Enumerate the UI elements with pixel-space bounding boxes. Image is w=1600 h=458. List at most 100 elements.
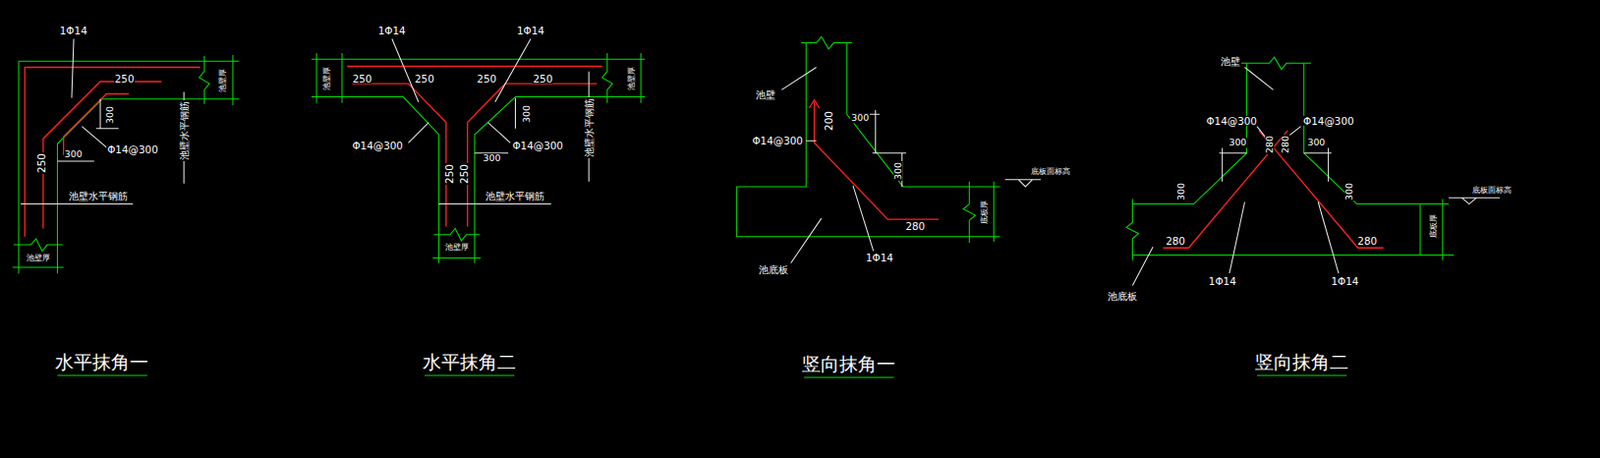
rebar: [43, 81, 162, 229]
annotation-label: 池壁: [754, 88, 777, 99]
dimension-label: 300: [63, 149, 84, 159]
concrete-outline: [12, 244, 64, 274]
annotation-label: 1Φ14: [1329, 275, 1360, 286]
annotation-label: 池壁厚: [626, 65, 634, 92]
rebar: [346, 65, 602, 67]
leader-and-dimension-lines: [1219, 147, 1332, 181]
annotation-label: 池壁水平钢筋: [178, 100, 189, 162]
annotation-label: 池底板: [1106, 290, 1139, 301]
dimension-label: 300: [1306, 138, 1326, 148]
dimension-label: 250: [35, 152, 46, 174]
rebar: [814, 102, 940, 220]
annotation-label: 池底板: [757, 264, 790, 275]
concrete-outline: [199, 56, 210, 105]
dimension-label: 300: [482, 153, 503, 163]
annotation-label: 池壁水平钢筋: [484, 190, 546, 201]
concrete-outline: [800, 36, 853, 49]
annotation-label: 1Φ14: [58, 25, 89, 36]
annotation-label: 池壁厚: [444, 242, 470, 251]
detail-title: 竖向抹角一: [800, 354, 897, 374]
annotation-label: Φ14@300: [106, 143, 160, 154]
concrete-outline: [969, 181, 1000, 242]
title-underline: [57, 375, 1347, 378]
dimension-label: 300: [893, 162, 903, 182]
dimension-label: 300: [105, 105, 115, 125]
leader-and-dimension-lines: [439, 71, 590, 205]
dimension-label: 280: [1264, 135, 1274, 156]
concrete-outline: [342, 58, 608, 235]
dimension-label: 250: [531, 73, 554, 84]
annotation-label: 1Φ14: [864, 251, 895, 262]
annotation-label: Φ14@300: [350, 140, 404, 151]
detail-title: 水平抹角一: [54, 352, 150, 372]
dimension-label: 300: [1344, 181, 1354, 202]
annotation-label: 池壁水平钢筋: [67, 190, 129, 201]
annotation-label: 底板面标高: [1029, 167, 1072, 175]
annotation-label: 1Φ14: [377, 25, 407, 36]
rebar: [351, 83, 446, 227]
annotation-label: Φ14@300: [1302, 114, 1356, 125]
dimension-label: 280: [904, 221, 926, 231]
concrete-outline: [1420, 198, 1449, 260]
annotation-label: 池壁厚: [218, 67, 227, 94]
concrete-outline: [737, 43, 971, 237]
dimension-label: 300: [1177, 181, 1187, 202]
rebar: [808, 100, 819, 109]
annotation-label: Φ14@300: [511, 140, 565, 151]
dimension-label: 300: [850, 114, 870, 123]
leader-and-dimension-lines: [20, 38, 133, 204]
leader-and-dimension-lines: [1448, 197, 1500, 204]
rebar: [24, 65, 1383, 248]
concrete-outline: [12, 36, 1454, 274]
annotation-label: 池壁水平钢筋: [583, 97, 594, 159]
dimension-label: 250: [114, 73, 136, 84]
annotation-label: 池壁厚: [322, 65, 331, 92]
dimension-label: 250: [444, 163, 455, 185]
rebar: [1258, 130, 1384, 248]
annotation-label: 底板面标高: [1471, 185, 1513, 194]
dimension-label: 250: [413, 73, 436, 84]
rebar: [467, 83, 598, 227]
concrete-outline: [18, 60, 205, 245]
concrete-outline: [204, 55, 239, 106]
dimension-label: 250: [351, 73, 374, 84]
annotation-label: Φ14@300: [750, 135, 804, 146]
dimension-label: 200: [823, 110, 834, 132]
detail-title: 水平抹角二: [421, 352, 517, 372]
leader-and-dimension-lines: [1245, 66, 1302, 137]
annotation-label: 底板厚: [979, 199, 988, 226]
leader-and-dimension-lines: [851, 110, 907, 187]
leader-and-dimension-lines: [781, 66, 873, 263]
annotation-label: 池壁厚: [25, 252, 52, 261]
concrete-outline: [1239, 57, 1312, 69]
dimension-label: 250: [458, 163, 469, 185]
rebar: [24, 66, 201, 236]
annotation-label: 1Φ14: [1207, 275, 1238, 286]
dimension-label: 280: [1356, 235, 1378, 246]
concrete-outline: [342, 53, 613, 104]
leader-and-dimension-lines: [1005, 179, 1041, 187]
dimension-label: 280: [1281, 135, 1291, 156]
leader-and-dimension-lines: [1132, 201, 1339, 286]
detail-title: 竖向抹角二: [1254, 352, 1350, 372]
dimension-label: 280: [1164, 235, 1187, 246]
leader-and-dimension-lines: [392, 38, 531, 143]
rebar: [1162, 130, 1288, 248]
title-underline: [57, 375, 1347, 378]
concrete-outline: [1126, 198, 1139, 260]
dimension-label: 250: [475, 73, 498, 84]
concrete-outline: [432, 228, 481, 263]
dimension-label: 300: [1228, 138, 1249, 148]
dimension-label: 300: [521, 104, 531, 124]
annotation-label: 1Φ14: [515, 25, 546, 36]
annotation-label: 底板厚: [1428, 213, 1437, 239]
leader-and-dimension-lines: [20, 38, 1500, 286]
concrete-outline: [1132, 62, 1454, 255]
concrete-outline: [311, 53, 645, 104]
annotation-label: 池壁: [1219, 56, 1242, 66]
annotation-label: Φ14@300: [1204, 114, 1258, 125]
concrete-outline: [13, 238, 63, 251]
concrete-outline: [963, 181, 975, 243]
